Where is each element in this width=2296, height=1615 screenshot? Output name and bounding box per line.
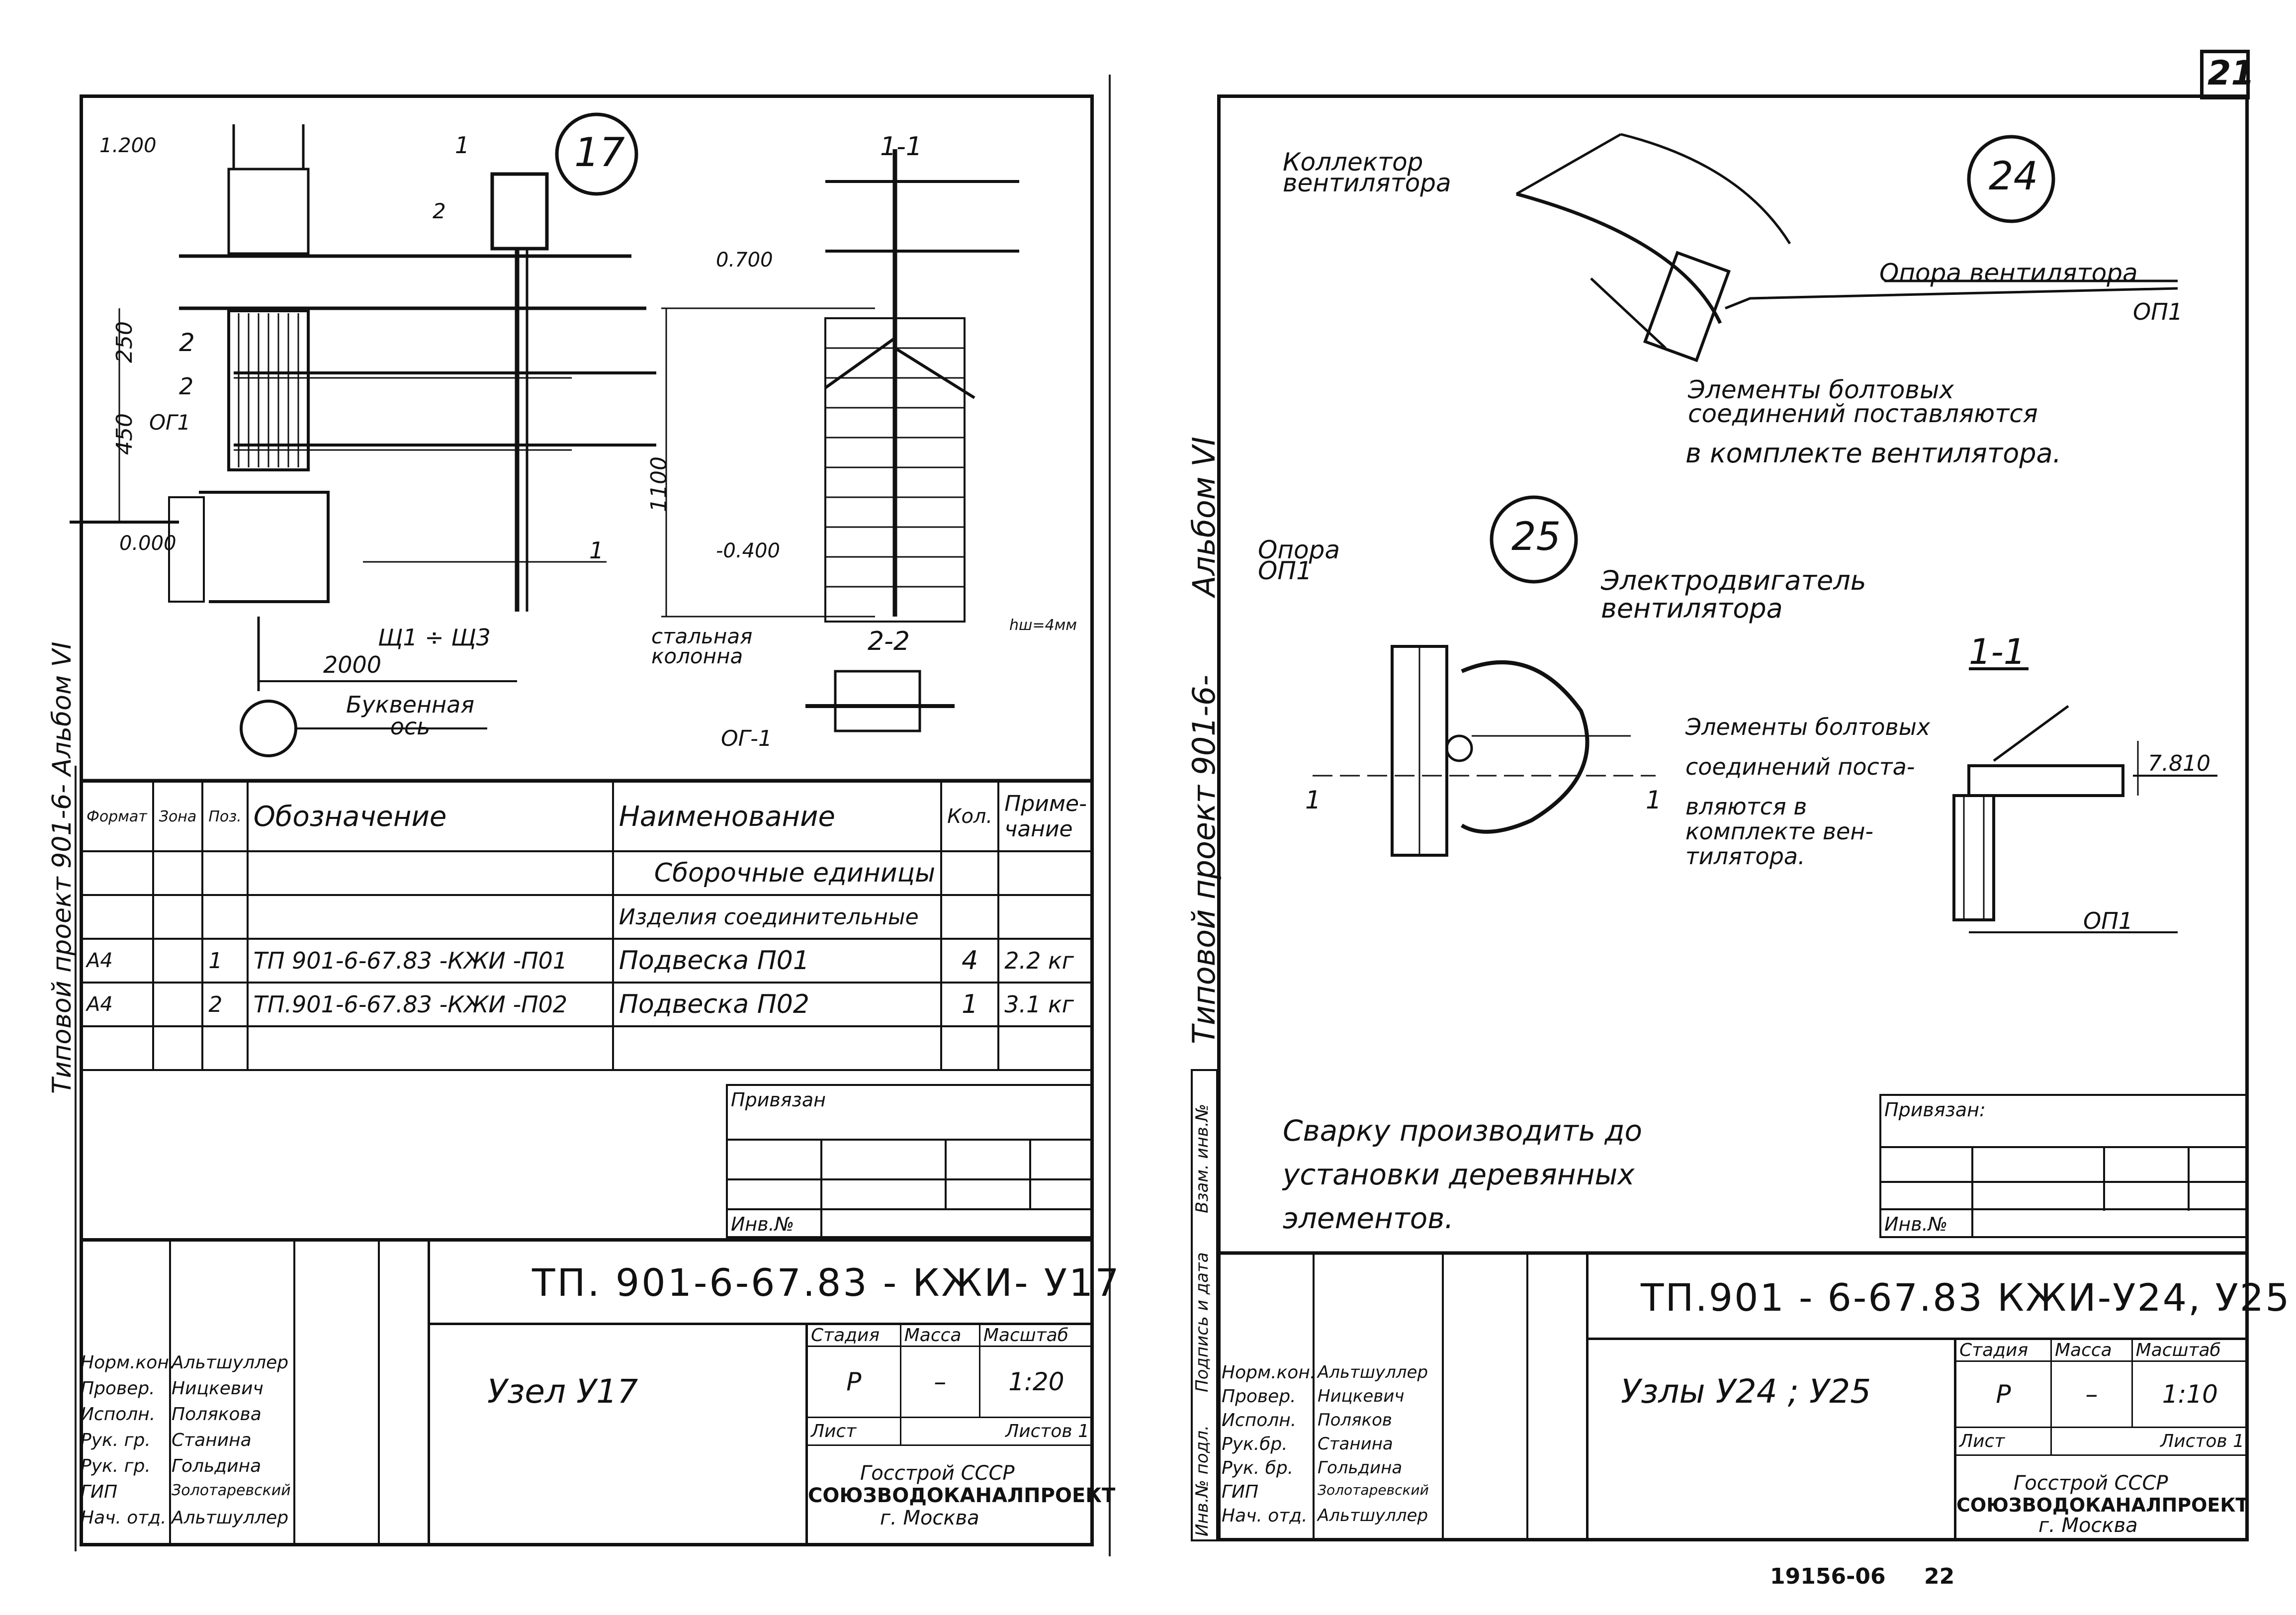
bolt-note-mid-3: вляются в	[1685, 793, 1807, 820]
right-privyazan-block	[1879, 1094, 2249, 1238]
right-stage-table: Стадия Масса Масштаб Р – 1:10 Лист Листо…	[1955, 1339, 2249, 1456]
right-inv-no: Инв.№	[1884, 1213, 1948, 1235]
right-sheet-frame	[1217, 94, 2249, 1541]
center-fold-line	[1109, 75, 1111, 1556]
right-org-1: Госстрой СССР	[2014, 1472, 2168, 1495]
node-17-number: 17	[574, 129, 625, 176]
left-margin-line	[75, 766, 77, 1551]
bolt-note-top: Элементы болтовых соединений поставляютс…	[1688, 375, 2038, 428]
col-qty: Кол.	[940, 781, 1000, 852]
elev-0000: 0.000	[119, 532, 177, 555]
table-row: А4 2 ТП.901-6-67.83 -КЖИ -П02 Подвеска П…	[80, 982, 1094, 1027]
elev-7810: 7.810	[2148, 751, 2210, 776]
pos-1-label: 1	[589, 537, 604, 564]
node-17-circle	[555, 112, 638, 196]
right-org-2: СОЮЗВОДОКАНАЛПРОЕКТ	[1956, 1494, 2249, 1516]
cut-mark-right: 1	[1305, 786, 1321, 814]
col-name: Наименование	[612, 781, 943, 852]
weld-note: Сварку производить до установки деревянн…	[1283, 1114, 1643, 1235]
left-title: Узел У17	[487, 1372, 638, 1411]
column-label: стальная колонна	[651, 624, 753, 668]
col-pos: Поз.	[201, 781, 249, 852]
pos-2b-label: 2	[179, 373, 194, 400]
side-stamp-column	[1191, 1069, 1218, 1541]
cut-mark-right-2: 1	[1646, 786, 1662, 814]
right-doc-code: ТП.901 - 6-67.83 КЖИ-У24, У25	[1641, 1275, 2291, 1320]
page-footer-num: 22	[1924, 1564, 1955, 1589]
pos-2-label: 2	[179, 328, 195, 357]
axis-label: Буквенная ось	[346, 691, 474, 740]
left-org-1: Госстрой СССР	[860, 1462, 1015, 1485]
page-number-box	[2200, 50, 2250, 99]
right-privyazan: Привязан:	[1884, 1099, 1986, 1121]
col-format: Формат	[80, 781, 154, 852]
shch-label: Щ1 ÷ Щ3	[378, 624, 491, 651]
bolt-note-top2: в комплекте вентилятора.	[1685, 438, 2061, 469]
left-inv-no: Инв.№	[731, 1213, 795, 1235]
column-top	[227, 168, 310, 255]
dim-250: 250	[112, 321, 137, 363]
col-note: Приме-чание	[997, 781, 1094, 852]
elev-0700: 0.700	[716, 249, 773, 271]
og1-label: ОГ1	[149, 410, 191, 435]
table-row: А4 1 ТП 901-6-67.83 -КЖИ -П01 Подвеска П…	[80, 938, 1094, 984]
node-24-circle	[1967, 135, 2055, 223]
stamp-bottom: 19156-06	[1770, 1564, 1886, 1589]
bolt-note-mid-2: соединений поста-	[1685, 753, 1915, 780]
dim-2000: 2000	[323, 651, 382, 678]
left-org-3: г. Москва	[880, 1507, 979, 1529]
op1-lower-label: ОП1	[2083, 907, 2133, 934]
right-signers: Норм.кон. Альтшуллер Провер. Ницкевич Ис…	[1222, 1362, 1429, 1526]
section-22-label: 2-2	[868, 627, 910, 656]
left-org-2: СОЮЗВОДОКАНАЛПРОЕКТ	[808, 1484, 1116, 1507]
node-24-number: 24	[1989, 154, 2038, 199]
elev-m0400: -0.400	[716, 539, 780, 562]
spec-subheader-1: Сборочные единицы	[612, 850, 943, 896]
right-title: Узлы У24 ; У25	[1621, 1372, 1871, 1411]
weld-label: hш=4мм	[1009, 617, 1077, 634]
section-11-label: 1-1	[880, 132, 922, 162]
col-zone: Зона	[152, 781, 204, 852]
dim-450: 450	[112, 413, 137, 455]
motor-label: Электродвигатель вентилятора	[1601, 565, 1866, 624]
side-stamp-3: Взам. инв.№	[1192, 1103, 1212, 1213]
og1b-label: ОГ-1	[721, 726, 773, 751]
op1-top-label: ОП1	[2133, 298, 2183, 325]
bolt-note-mid-4: комплекте вен-	[1685, 818, 1873, 845]
left-privyazan-block	[726, 1084, 1094, 1238]
elev-1200: 1.200	[99, 134, 157, 157]
left-stage-table: Стадия Масса Масштаб Р – 1:20 Лист Листо…	[806, 1324, 1094, 1446]
section-11-right: 1-1	[1969, 631, 2026, 672]
right-org-3: г. Москва	[2038, 1514, 2138, 1537]
spec-subheader-2: Изделия соединительные	[612, 894, 943, 940]
bolt-note-mid-5: тилятора.	[1685, 843, 1805, 870]
letter-axis-bubble	[240, 700, 297, 757]
left-signers: Норм.кон. Альтшуллер Провер. Ницкевич Ис…	[81, 1352, 291, 1528]
col-designation: Обозначение	[246, 781, 614, 852]
node-25-number: 25	[1511, 515, 1561, 559]
side-stamp-1: Инв.№ подл.	[1192, 1425, 1212, 1536]
support-op1-label: Опора ОП1	[1258, 536, 1340, 585]
left-spec-table: Формат Зона Поз. Обозначение Наименовани…	[80, 781, 1094, 1071]
timber-post	[227, 309, 310, 471]
support-fan-label: Опора вентилятора	[1879, 259, 2138, 287]
pos-2c-label: 2	[433, 199, 446, 223]
side-stamp-2: Подпись и дата	[1192, 1252, 1212, 1392]
node-25-circle	[1490, 495, 1578, 584]
dim-1100: 1100	[646, 456, 672, 512]
left-privyazan: Привязан	[731, 1089, 826, 1111]
page-number: 21	[2208, 54, 2255, 93]
bolt-note-mid-1: Элементы болтовых	[1685, 714, 1931, 740]
left-doc-code: ТП. 901-6-67.83 - КЖИ- У17	[532, 1260, 1121, 1305]
collector-label: Коллектор вентилятора	[1283, 148, 1451, 197]
cut-1-label: 1	[455, 132, 470, 159]
